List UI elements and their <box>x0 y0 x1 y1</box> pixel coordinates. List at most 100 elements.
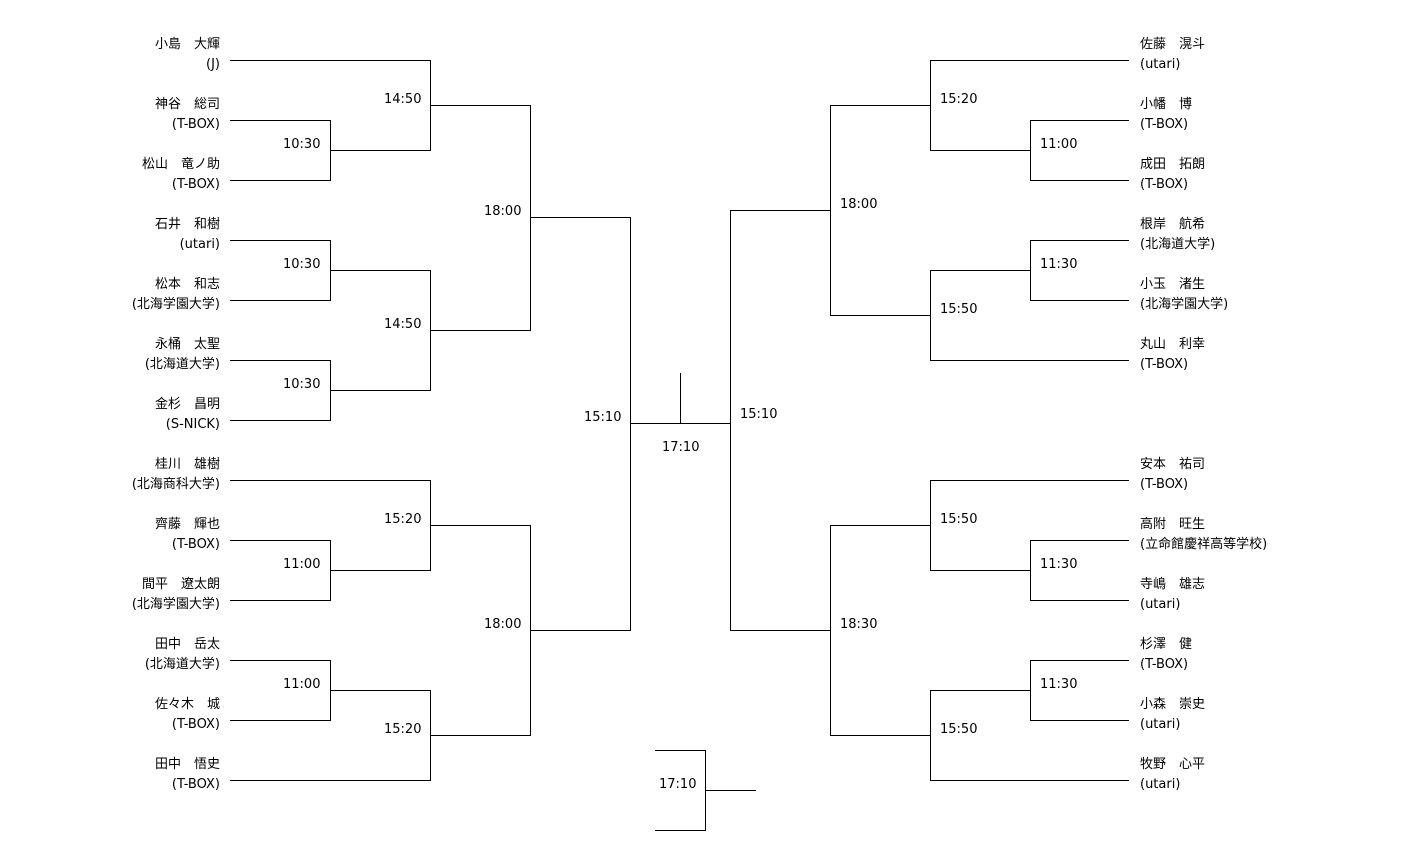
bracket-line <box>230 480 431 481</box>
match-time: 11:30 <box>1040 257 1078 272</box>
bracket-line <box>930 570 1031 571</box>
player-team: (T-BOX) <box>171 537 220 552</box>
left-player-3: 松山 竜ノ助(T-BOX) <box>142 155 220 195</box>
match-time: 18:00 <box>484 204 522 219</box>
bracket-line <box>730 630 831 631</box>
bracket-line <box>830 735 931 736</box>
bracket-line <box>230 420 331 421</box>
bracket-line <box>930 780 1129 781</box>
player-name: 永桶 太聖 <box>154 337 220 352</box>
bracket-line <box>1030 720 1129 721</box>
player-team: (J) <box>206 57 220 72</box>
right-player-9: 寺嶋 雄志 (utari) <box>1140 575 1205 615</box>
bracket-line <box>730 210 731 631</box>
player-name: 石井 和樹 <box>154 217 220 232</box>
bracket-line <box>730 210 831 211</box>
player-team: (utari) <box>1140 717 1181 732</box>
match-time: 15:10 <box>740 407 778 422</box>
player-name: 神谷 総司 <box>154 97 220 112</box>
match-time: 15:20 <box>384 512 422 527</box>
bracket-line <box>330 690 431 691</box>
player-name: 桂川 雄樹 <box>154 457 220 472</box>
player-team: (T-BOX) <box>171 777 220 792</box>
player-team: (utari) <box>1140 597 1181 612</box>
bracket-line <box>680 373 681 424</box>
player-name: 小森 崇史 <box>1140 697 1206 712</box>
bracket-line <box>930 150 1031 151</box>
left-player-5: 松本 和志(北海学園大学) <box>132 275 220 315</box>
bracket-line <box>1030 660 1031 721</box>
right-player-12: 牧野 心平(utari) <box>1140 755 1205 795</box>
left-player-13: 田中 悟史(T-BOX) <box>155 755 220 795</box>
bracket-line <box>230 780 431 781</box>
bracket-line <box>330 360 331 421</box>
bracket-line <box>930 480 1129 481</box>
right-player-2: 小幡 博(T-BOX) <box>1140 95 1192 135</box>
bracket-line <box>230 120 331 121</box>
left-player-11: 田中 岳太(北海道大学) <box>145 635 220 675</box>
bracket-line <box>330 540 331 601</box>
player-name: 高附 旺生 <box>1140 517 1206 532</box>
match-time: 18:30 <box>840 617 878 632</box>
player-name: 田中 岳太 <box>154 637 220 652</box>
bracket-line <box>830 525 931 526</box>
left-player-7: 金杉 昌明(S-NICK) <box>155 395 220 435</box>
bracket-line <box>430 525 531 526</box>
player-name: 安本 祐司 <box>1140 457 1206 472</box>
match-time: 18:00 <box>484 617 522 632</box>
bracket-line <box>230 240 331 241</box>
match-time: 15:10 <box>584 410 622 425</box>
bracket-line <box>930 270 931 361</box>
player-name: 小島 大輝 <box>154 37 220 52</box>
right-player-5: 小玉 渚生(北海学園大学) <box>1140 275 1228 315</box>
player-team: (北海学園大学) <box>131 297 220 312</box>
bracket-line <box>830 315 931 316</box>
bracket-line <box>530 217 631 218</box>
bracket-line <box>330 390 431 391</box>
bracket-line <box>655 830 706 831</box>
bracket-line <box>330 150 431 151</box>
bracket-line <box>230 600 331 601</box>
match-time: 10:30 <box>283 257 321 272</box>
match-time: 11:00 <box>283 677 321 692</box>
player-team: (utari) <box>1140 57 1181 72</box>
match-time: 15:50 <box>940 302 978 317</box>
bracket-line <box>330 270 431 271</box>
bracket-line <box>630 217 631 631</box>
player-team: (utari) <box>1140 777 1181 792</box>
bracket-line <box>430 330 531 331</box>
right-player-10: 杉澤 健(T-BOX) <box>1140 635 1192 675</box>
bracket-line <box>230 660 331 661</box>
match-time: 11:30 <box>1040 677 1078 692</box>
bracket-line <box>1030 660 1129 661</box>
player-team: (北海商科大学) <box>131 477 220 492</box>
match-time: 11:30 <box>1040 557 1078 572</box>
left-player-8: 桂川 雄樹 (北海商科大学) <box>132 455 220 495</box>
bracket-line <box>1030 120 1129 121</box>
player-name: 根岸 航希 <box>1140 217 1206 232</box>
bracket-line <box>930 690 1031 691</box>
bracket-line <box>1030 240 1129 241</box>
bracket-line <box>830 105 831 316</box>
match-time: 11:00 <box>1040 137 1078 152</box>
bracket-line <box>930 360 1129 361</box>
player-name: 寺嶋 雄志 <box>1140 577 1206 592</box>
bracket-line <box>230 180 331 181</box>
match-time: 15:50 <box>940 512 978 527</box>
player-name: 間平 遼太朗 <box>141 577 220 592</box>
left-player-2: 神谷 総司(T-BOX) <box>155 95 220 135</box>
bracket-line <box>330 120 331 181</box>
match-time: 10:30 <box>283 377 321 392</box>
bracket-line <box>930 60 1129 61</box>
match-time: 10:30 <box>283 137 321 152</box>
player-team: (立命館慶祥高等学校) <box>1140 537 1268 552</box>
player-team: (T-BOX) <box>171 717 220 732</box>
match-time: 15:20 <box>940 92 978 107</box>
third-place-time: 17:10 <box>659 777 697 792</box>
match-time: 11:00 <box>283 557 321 572</box>
bracket-line <box>230 300 331 301</box>
bracket-line <box>530 630 631 631</box>
player-name: 佐藤 滉斗 <box>1140 37 1206 52</box>
player-team: (T-BOX) <box>1140 477 1189 492</box>
